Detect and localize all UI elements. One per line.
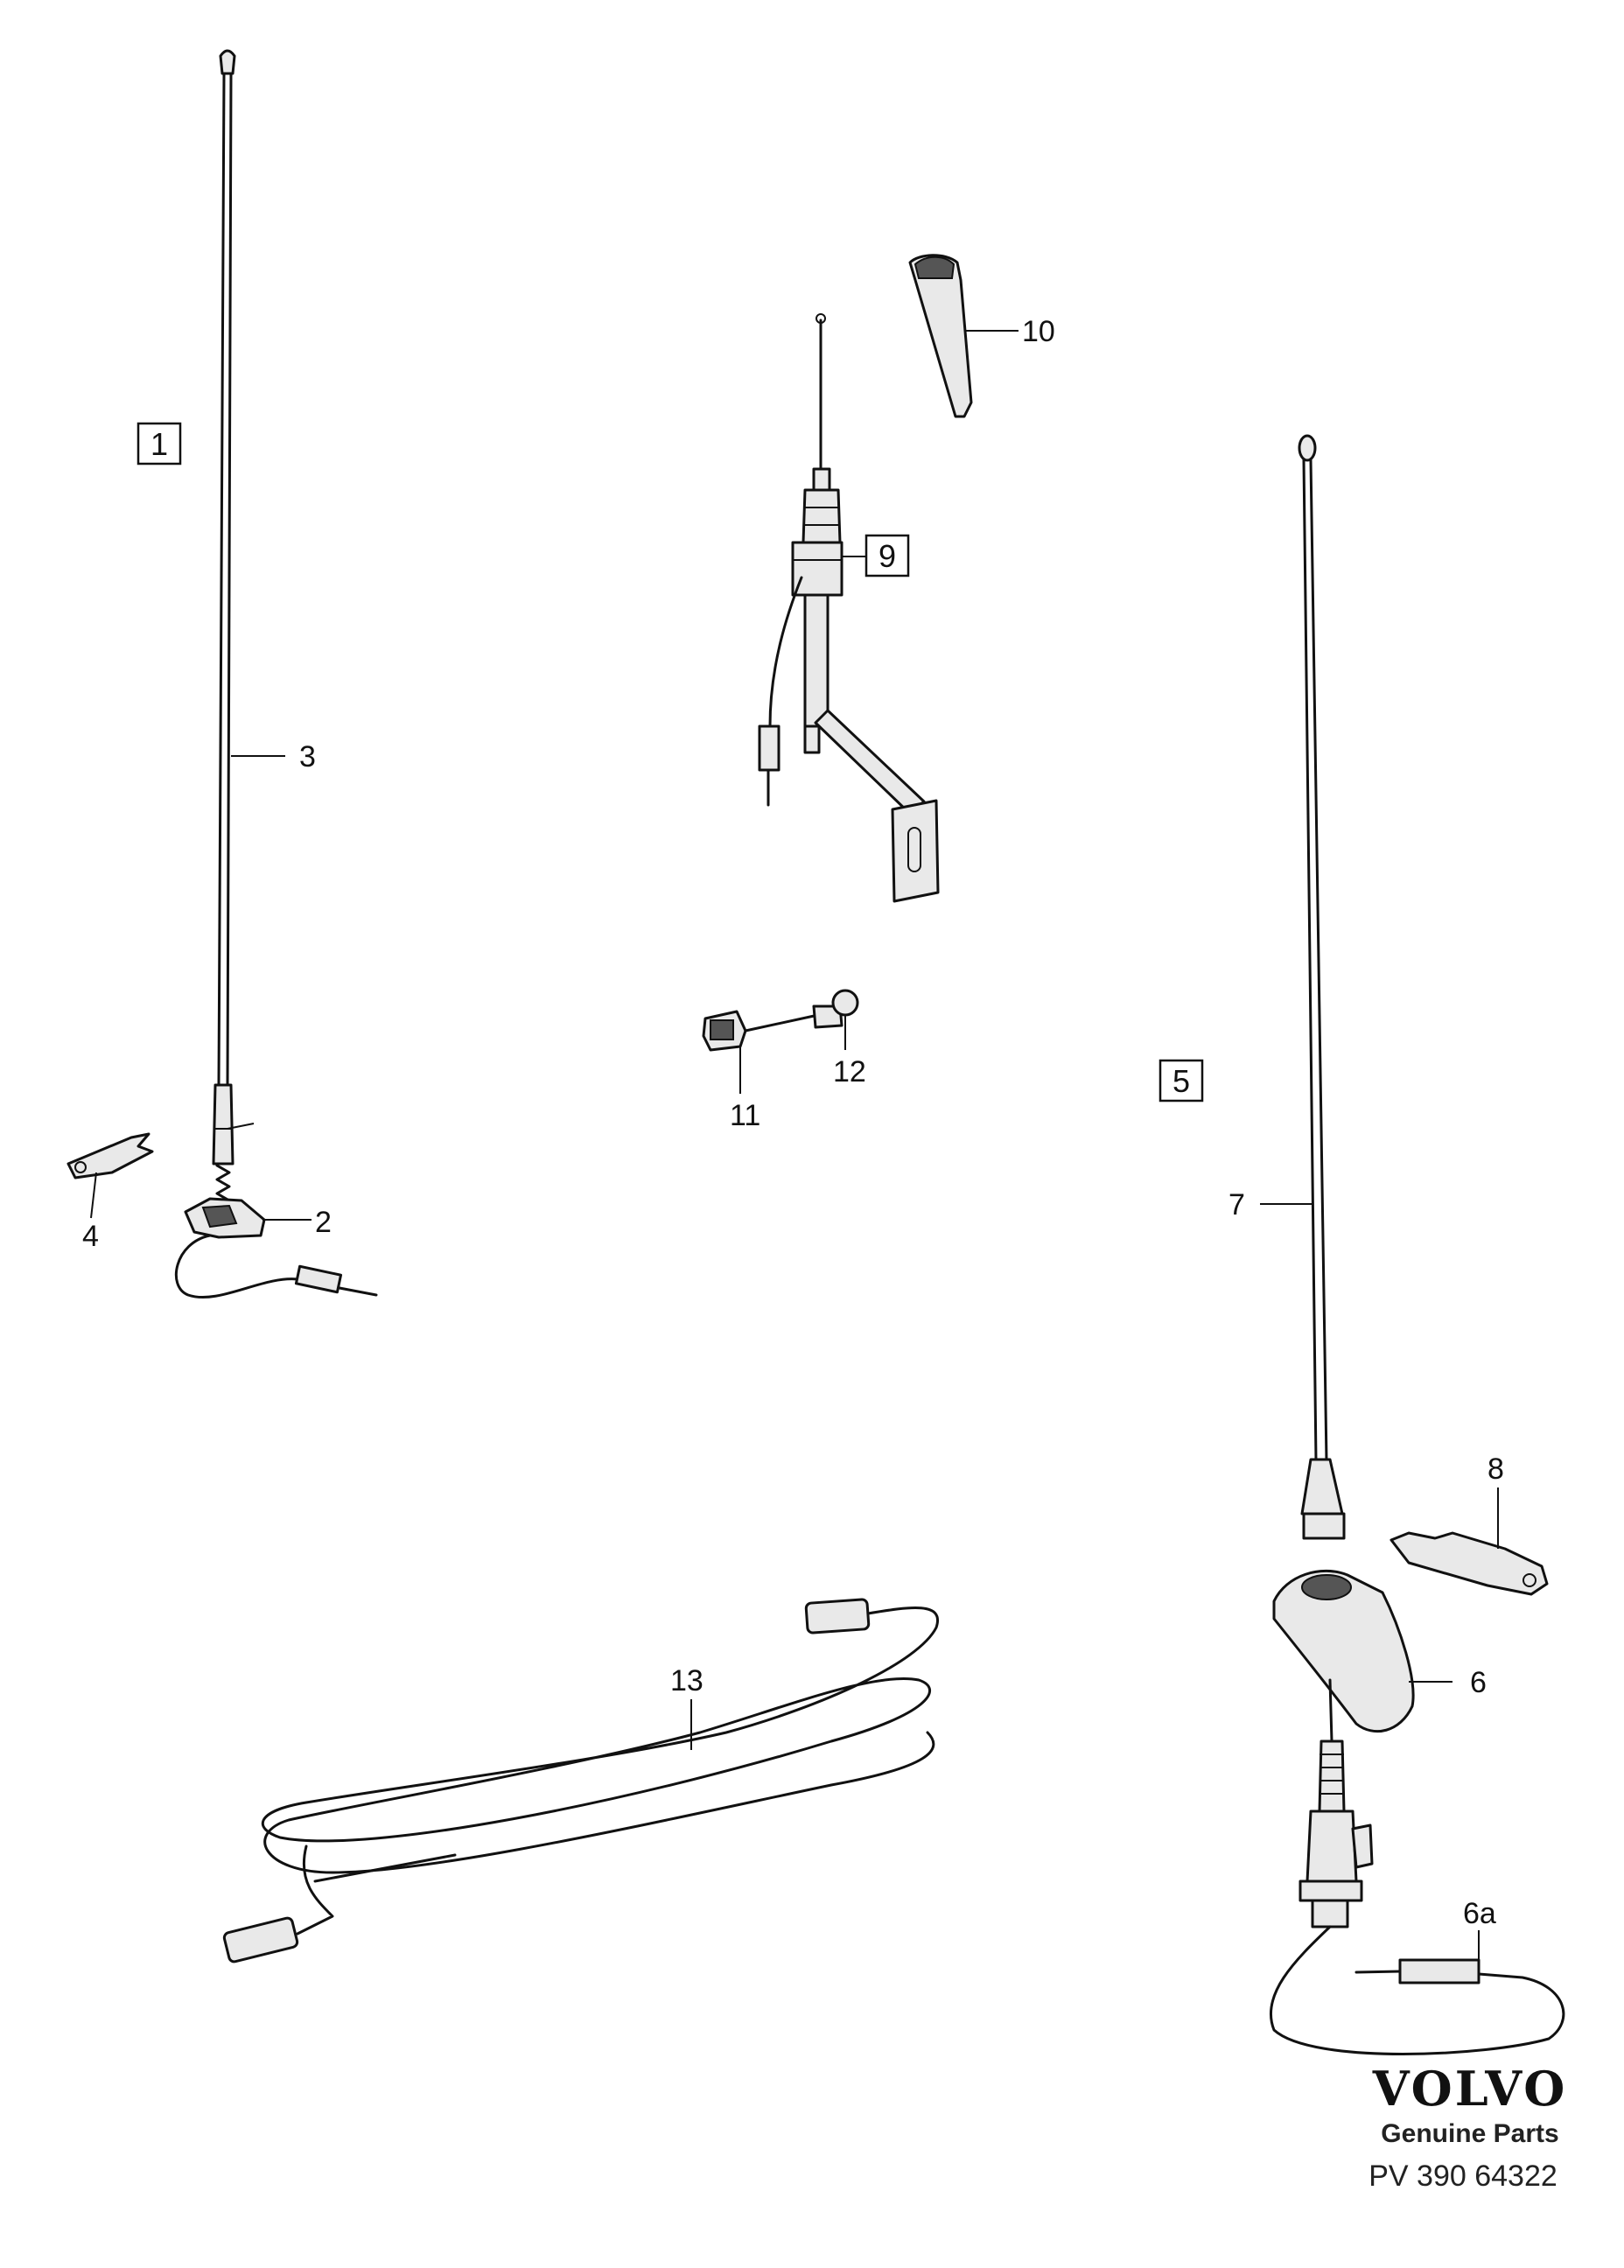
mounting-clip-8	[1390, 1531, 1549, 1596]
cable-loop-13	[262, 1606, 940, 1936]
antenna-thread-6	[1318, 1740, 1346, 1813]
antenna-mast-7-left	[1302, 458, 1318, 1463]
antenna-tip-7	[1298, 434, 1317, 462]
mounting-plate-9	[891, 799, 940, 903]
cable-connector-13-top	[804, 1598, 871, 1634]
label-2: 2	[315, 1206, 332, 1239]
screw-shaft-12	[744, 1013, 820, 1032]
box-label-5-text: 5	[1172, 1063, 1190, 1099]
antenna-assembly-9	[758, 313, 940, 903]
leader-lower-3	[227, 1123, 255, 1130]
label-4: 4	[82, 1220, 99, 1253]
label-6: 6	[1470, 1666, 1487, 1699]
antenna-plug-6a	[1398, 1958, 1480, 1984]
leader-4	[90, 1172, 97, 1219]
label-12: 12	[833, 1055, 866, 1088]
screw-head-12	[831, 989, 859, 1017]
antenna-cable-2	[174, 1234, 326, 1299]
antenna-lower-section-3	[212, 1083, 234, 1166]
antenna-mast-3-left	[217, 72, 226, 1087]
antenna-assembly-1	[66, 49, 378, 1299]
antenna-ferrule-7	[1300, 1458, 1344, 1516]
leader-lines	[90, 330, 1499, 1964]
antenna-base-6	[1272, 1569, 1415, 1733]
antenna-connector-6	[1306, 1810, 1358, 1883]
box-label-1: 1	[136, 422, 182, 466]
mounting-arm-9	[814, 709, 926, 816]
antenna-nut-9	[802, 488, 842, 544]
antenna-cover-10	[908, 254, 973, 418]
label-13: 13	[670, 1664, 704, 1698]
extension-cable-13	[222, 1598, 940, 1964]
brand-subtitle: Genuine Parts	[1381, 2119, 1558, 2148]
antenna-spring-3	[215, 1164, 231, 1202]
label-10: 10	[1022, 315, 1055, 348]
antenna-housing-9	[791, 541, 844, 597]
antenna-cable-9	[766, 576, 803, 763]
label-3: 3	[299, 740, 316, 774]
cable-connector-13-bottom	[222, 1916, 299, 1964]
antenna-mast-7-right	[1309, 458, 1328, 1463]
label-6a: 6a	[1463, 1897, 1496, 1930]
antenna-plug-2	[294, 1264, 343, 1294]
reference-number: PV 390 64322	[1368, 2160, 1558, 2193]
antenna-assembly-5	[1269, 434, 1565, 2055]
antenna-tip-3	[219, 49, 236, 75]
footer: VOLVO Genuine Parts PV 390 64322	[1368, 2061, 1568, 2193]
brand-logo: VOLVO	[1372, 2061, 1568, 2117]
antenna-plug-9	[758, 724, 780, 772]
box-label-9-text: 9	[878, 538, 896, 574]
box-label-9: 9	[864, 534, 910, 578]
antenna-nut-7	[1302, 1512, 1346, 1540]
antenna-mast-3-right	[226, 72, 233, 1087]
fastener-11-12	[702, 989, 859, 1052]
antenna-cable-6a	[1269, 1925, 1565, 2055]
mounting-clip-4	[66, 1132, 154, 1180]
box-label-5: 5	[1158, 1059, 1204, 1102]
box-label-1-text: 1	[150, 426, 168, 462]
label-11: 11	[730, 1099, 760, 1132]
antenna-tube-9	[803, 593, 830, 728]
label-7: 7	[1228, 1188, 1245, 1222]
label-8: 8	[1488, 1452, 1504, 1486]
